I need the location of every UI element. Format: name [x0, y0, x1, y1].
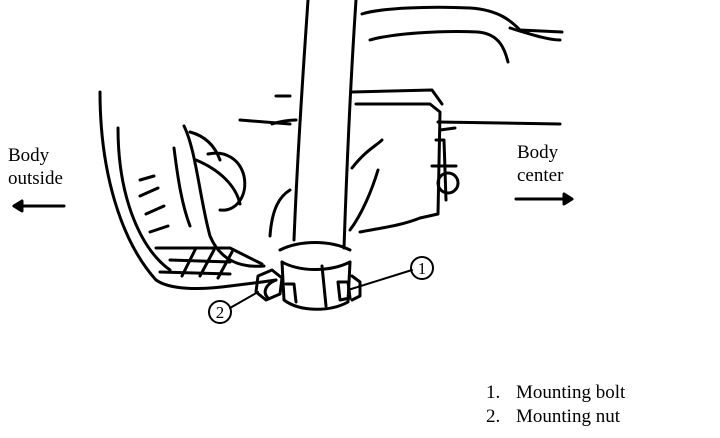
callout-1: 1 [410, 256, 434, 280]
tire [98, 90, 266, 290]
mounting-nut-part [254, 268, 298, 304]
legend-number: 2. [486, 406, 501, 427]
body-outside-line1: Body [8, 145, 50, 166]
legend-item-mounting-bolt: 1. Mounting bolt [486, 381, 625, 405]
upper-body-panel [360, 5, 564, 64]
callout-leader-2 [229, 291, 259, 309]
body-center-label: Body center [517, 141, 563, 187]
arrow-right-icon [514, 192, 574, 206]
strut-tube [238, 0, 358, 250]
legend-text: Mounting bolt [516, 382, 626, 403]
callout-2: 2 [208, 300, 232, 324]
legend-number: 1. [486, 382, 501, 403]
callout-2-number: 2 [216, 303, 225, 322]
mounting-bracket [350, 88, 562, 234]
body-outside-label: Body outside [8, 144, 63, 190]
body-outside-line2: outside [8, 168, 63, 189]
arrow-left-icon [12, 199, 66, 213]
callout-1-number: 1 [418, 259, 427, 278]
legend-text: Mounting nut [516, 406, 620, 427]
mounting-bolt-part [336, 280, 352, 302]
callout-leader-1 [347, 269, 413, 291]
legend-item-mounting-nut: 2. Mounting nut [486, 405, 620, 429]
body-center-line1: Body [517, 142, 559, 163]
body-center-line2: center [517, 165, 564, 186]
